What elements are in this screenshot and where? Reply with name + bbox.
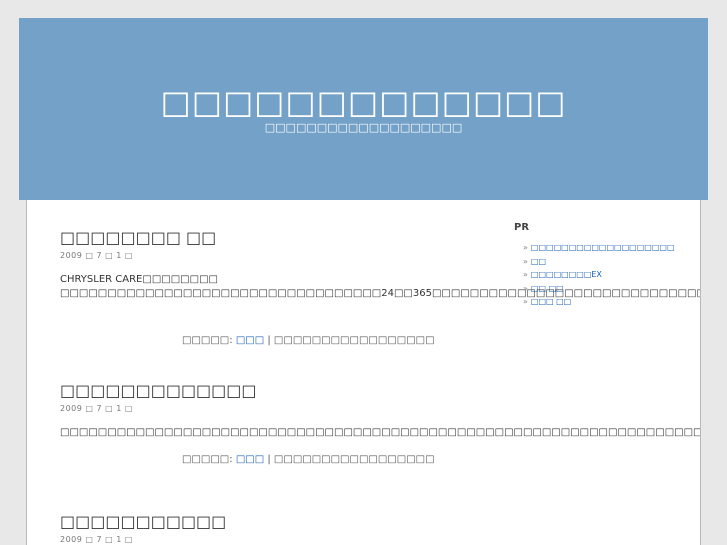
sidebar-link[interactable]: □□□□□□□□EX [530,270,602,279]
post-title[interactable]: □□□□□□□□□□□□□ [60,381,257,400]
post-meta: □□□□□: □□□ | □□□□□□□□□□□□□□□□□ [60,335,470,346]
content-area: □□□□□□□□ □□ 2009 □ 7 □ 1 □ CHRYSLER CARE… [26,200,701,545]
sidebar-link[interactable]: □□ [530,256,547,266]
post-body: CHRYSLER CARE□□□□□□□□ □□□□□□□□□□□□□□□□□□… [60,274,700,299]
sidebar-link-list: »□□□□□□□□□□□□□□□□□□□ »□□ »□□□□□□□□EX »□□… [514,241,684,309]
post-comments-link[interactable]: □□□□□□□□□□□□□□□□□ [273,335,435,346]
post-date: 2009 □ 7 □ 1 □ [60,251,133,260]
post: □□□□□□□□□□□ 2009 □ 7 □ 1 □ [60,512,470,544]
post-category-label: □□□□□: [182,454,233,465]
post-title[interactable]: □□□□□□□□ □□ [60,228,217,247]
post-category-label: □□□□□: [182,335,233,346]
bullet-icon: » [523,270,528,279]
site-title[interactable]: □□□□□□□□□□□□□ [160,83,567,121]
sidebar-item: »□□ □□ [523,282,684,296]
sidebar-link[interactable]: □□ □□ [530,283,564,293]
post-meta: □□□□□: □□□ | □□□□□□□□□□□□□□□□□ [60,454,470,465]
post: □□□□□□□□ □□ 2009 □ 7 □ 1 □ CHRYSLER CARE… [60,228,700,346]
post-date: 2009 □ 7 □ 1 □ [60,404,133,413]
sidebar-link[interactable]: □□□ □□ [530,297,572,306]
bullet-icon: » [523,297,528,306]
post-category-link[interactable]: □□□ [235,454,265,465]
post-date: 2009 □ 7 □ 1 □ [60,535,133,544]
sidebar-item: »□□□□□□□□EX [523,268,684,282]
post-comments-link[interactable]: □□□□□□□□□□□□□□□□□ [273,454,435,465]
site-description: □□□□□□□□□□□□□□□□□□□ [264,121,463,134]
sidebar-item: »□□□ □□ [523,295,684,309]
sidebar-heading: PR [514,222,530,233]
post-category-link[interactable]: □□□ [235,335,265,346]
post-meta-separator: | [267,454,271,465]
sidebar-item: »□□ [523,255,684,269]
bullet-icon: » [523,256,528,266]
site-header: □□□□□□□□□□□□□ □□□□□□□□□□□□□□□□□□□ [19,18,708,200]
sidebar-link[interactable]: □□□□□□□□□□□□□□□□□□□ [530,243,675,252]
post-title[interactable]: □□□□□□□□□□□ [60,512,227,531]
post-body: □□□□□□□□□□□□□□□□□□□□□□□□□□□□□□□□□□□□□□□□… [60,427,701,438]
bullet-icon: » [523,283,528,293]
sidebar-item: »□□□□□□□□□□□□□□□□□□□ [523,241,684,255]
sidebar: PR »□□□□□□□□□□□□□□□□□□□ »□□ »□□□□□□□□EX … [514,222,684,309]
bullet-icon: » [523,243,528,252]
post-meta-separator: | [267,335,271,346]
post: □□□□□□□□□□□□□ 2009 □ 7 □ 1 □ □□□□□□□□□□□… [60,381,701,465]
